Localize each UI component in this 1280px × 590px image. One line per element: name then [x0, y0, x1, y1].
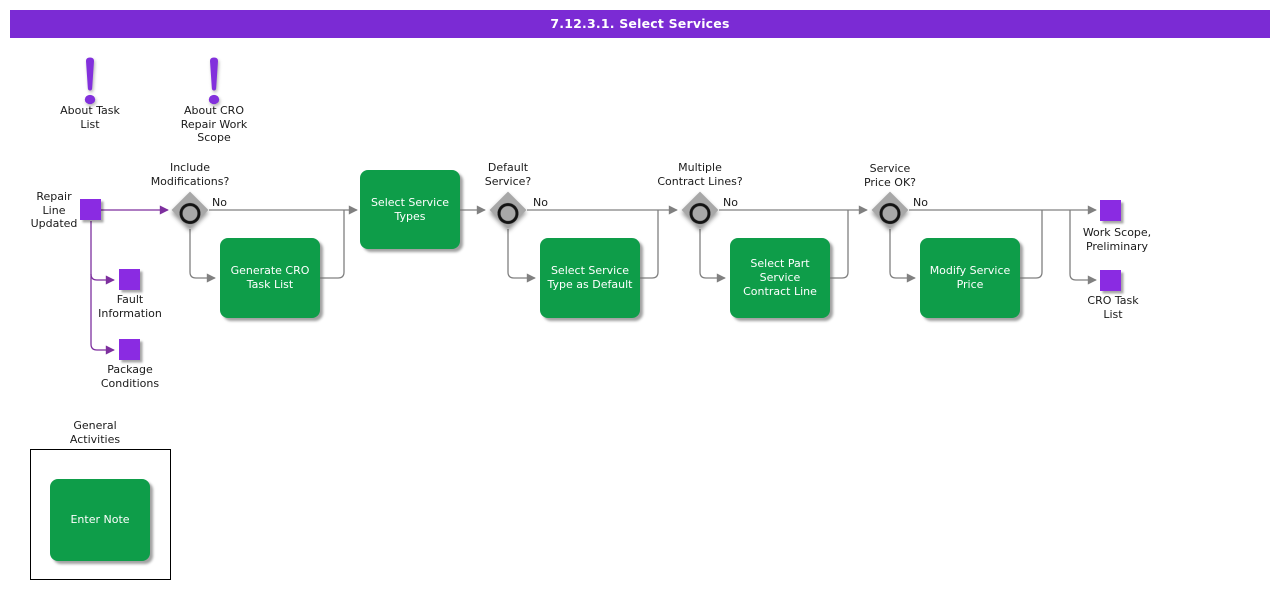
output-square-cro-task-list[interactable] [1100, 270, 1121, 291]
activity-select-part-service-contract-line[interactable]: Select Part Service Contract Line [730, 238, 830, 318]
annotation-label: About Task List [60, 104, 120, 131]
decision-question: Service Price OK? [863, 162, 917, 189]
decision-question: Multiple Contract Lines? [657, 161, 743, 188]
decision-multiple-contract-lines [681, 191, 719, 229]
output-label: Work Scope, Preliminary [1082, 226, 1152, 253]
connector-to-modify-service-price [889, 229, 916, 283]
state-square-package-conditions[interactable] [119, 339, 140, 360]
start-event-label: Repair Line Updated [30, 190, 78, 230]
activity-select-service-type-as-default[interactable]: Select Service Type as Default [540, 238, 640, 318]
output-label: CRO Task List [1087, 294, 1139, 321]
general-activities-title: General Activities [69, 419, 121, 446]
decision-question: Include Modifications? [150, 161, 230, 188]
branch-label-no: No [212, 196, 227, 209]
activity-enter-note[interactable]: Enter Note [50, 479, 150, 561]
branch-label-no: No [723, 196, 738, 209]
connector-select-part-return [830, 210, 849, 279]
activity-select-service-types[interactable]: Select Service Types [360, 170, 460, 249]
connector-to-select-service-type-default [507, 229, 536, 283]
connector-select-default-return [640, 210, 659, 279]
connector-generate-cro-return [320, 210, 345, 279]
branch-label-no: No [533, 196, 548, 209]
start-event-square[interactable] [80, 199, 101, 220]
diagram-title-bar: 7.12.3.1. Select Services [10, 10, 1270, 38]
state-square-fault-information[interactable] [119, 269, 140, 290]
activity-modify-service-price[interactable]: Modify Service Price [920, 238, 1020, 318]
exclamation-icon[interactable] [79, 57, 101, 107]
state-label: Package Conditions [100, 363, 160, 390]
branch-label-no: No [913, 196, 928, 209]
exclamation-icon[interactable] [203, 57, 225, 107]
decision-question: Default Service? [484, 161, 532, 188]
activity-generate-cro-task-list[interactable]: Generate CRO Task List [220, 238, 320, 318]
connector-to-generate-cro-task-list [189, 229, 216, 283]
decision-default-service [489, 191, 527, 229]
decision-service-price-ok [871, 191, 909, 229]
connector-to-select-part-service [699, 229, 726, 283]
output-square-work-scope-preliminary[interactable] [1100, 200, 1121, 221]
connector-modify-price-return [1020, 210, 1043, 279]
state-label: Fault Information [98, 293, 162, 320]
connector-start-to-fault-information [90, 221, 115, 285]
decision-include-modifications [171, 191, 209, 229]
annotation-label: About CRO Repair Work Scope [180, 104, 248, 144]
